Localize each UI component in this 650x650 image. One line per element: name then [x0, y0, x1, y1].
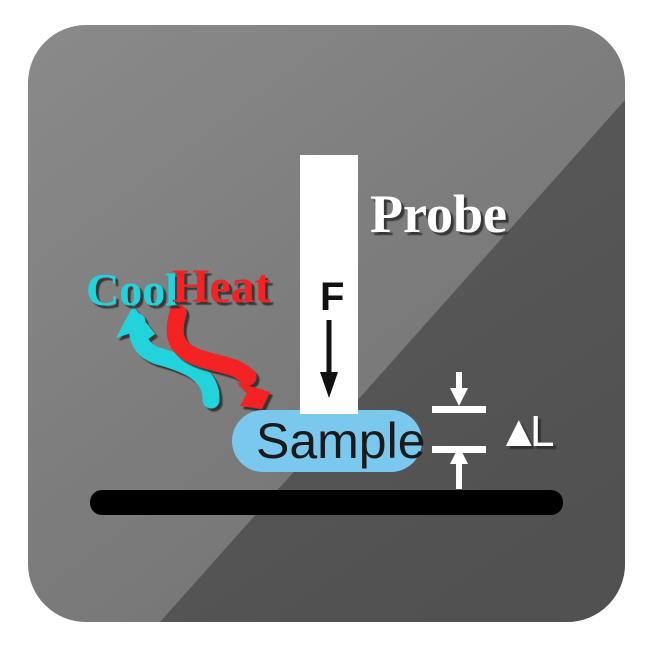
cool-label: Cool [86, 264, 178, 315]
dimension-top-line [432, 406, 486, 413]
probe-label: Probe [370, 184, 507, 244]
sample-label: Sample [256, 413, 426, 469]
force-arrow [320, 320, 338, 398]
dimension-top-arrow-head [450, 388, 468, 406]
cool-arrow [116, 306, 220, 409]
delta-l-label: L [530, 407, 554, 456]
base-plate [90, 490, 563, 515]
delta-symbol-icon: ▲ [497, 407, 541, 456]
sample-block [232, 410, 422, 472]
delta-l-dimension [432, 372, 486, 489]
heat-label: Heat [172, 260, 271, 313]
heat-arrow [166, 304, 270, 409]
heat-arrow-head [236, 382, 270, 409]
dimension-bottom-arrow-head [450, 446, 468, 464]
probe-tip [300, 398, 358, 414]
cool-arrow-head [116, 306, 155, 344]
delta-l-label-group: ▲ L [497, 407, 554, 456]
force-label: F [320, 275, 344, 319]
force-arrow-head [320, 372, 338, 398]
